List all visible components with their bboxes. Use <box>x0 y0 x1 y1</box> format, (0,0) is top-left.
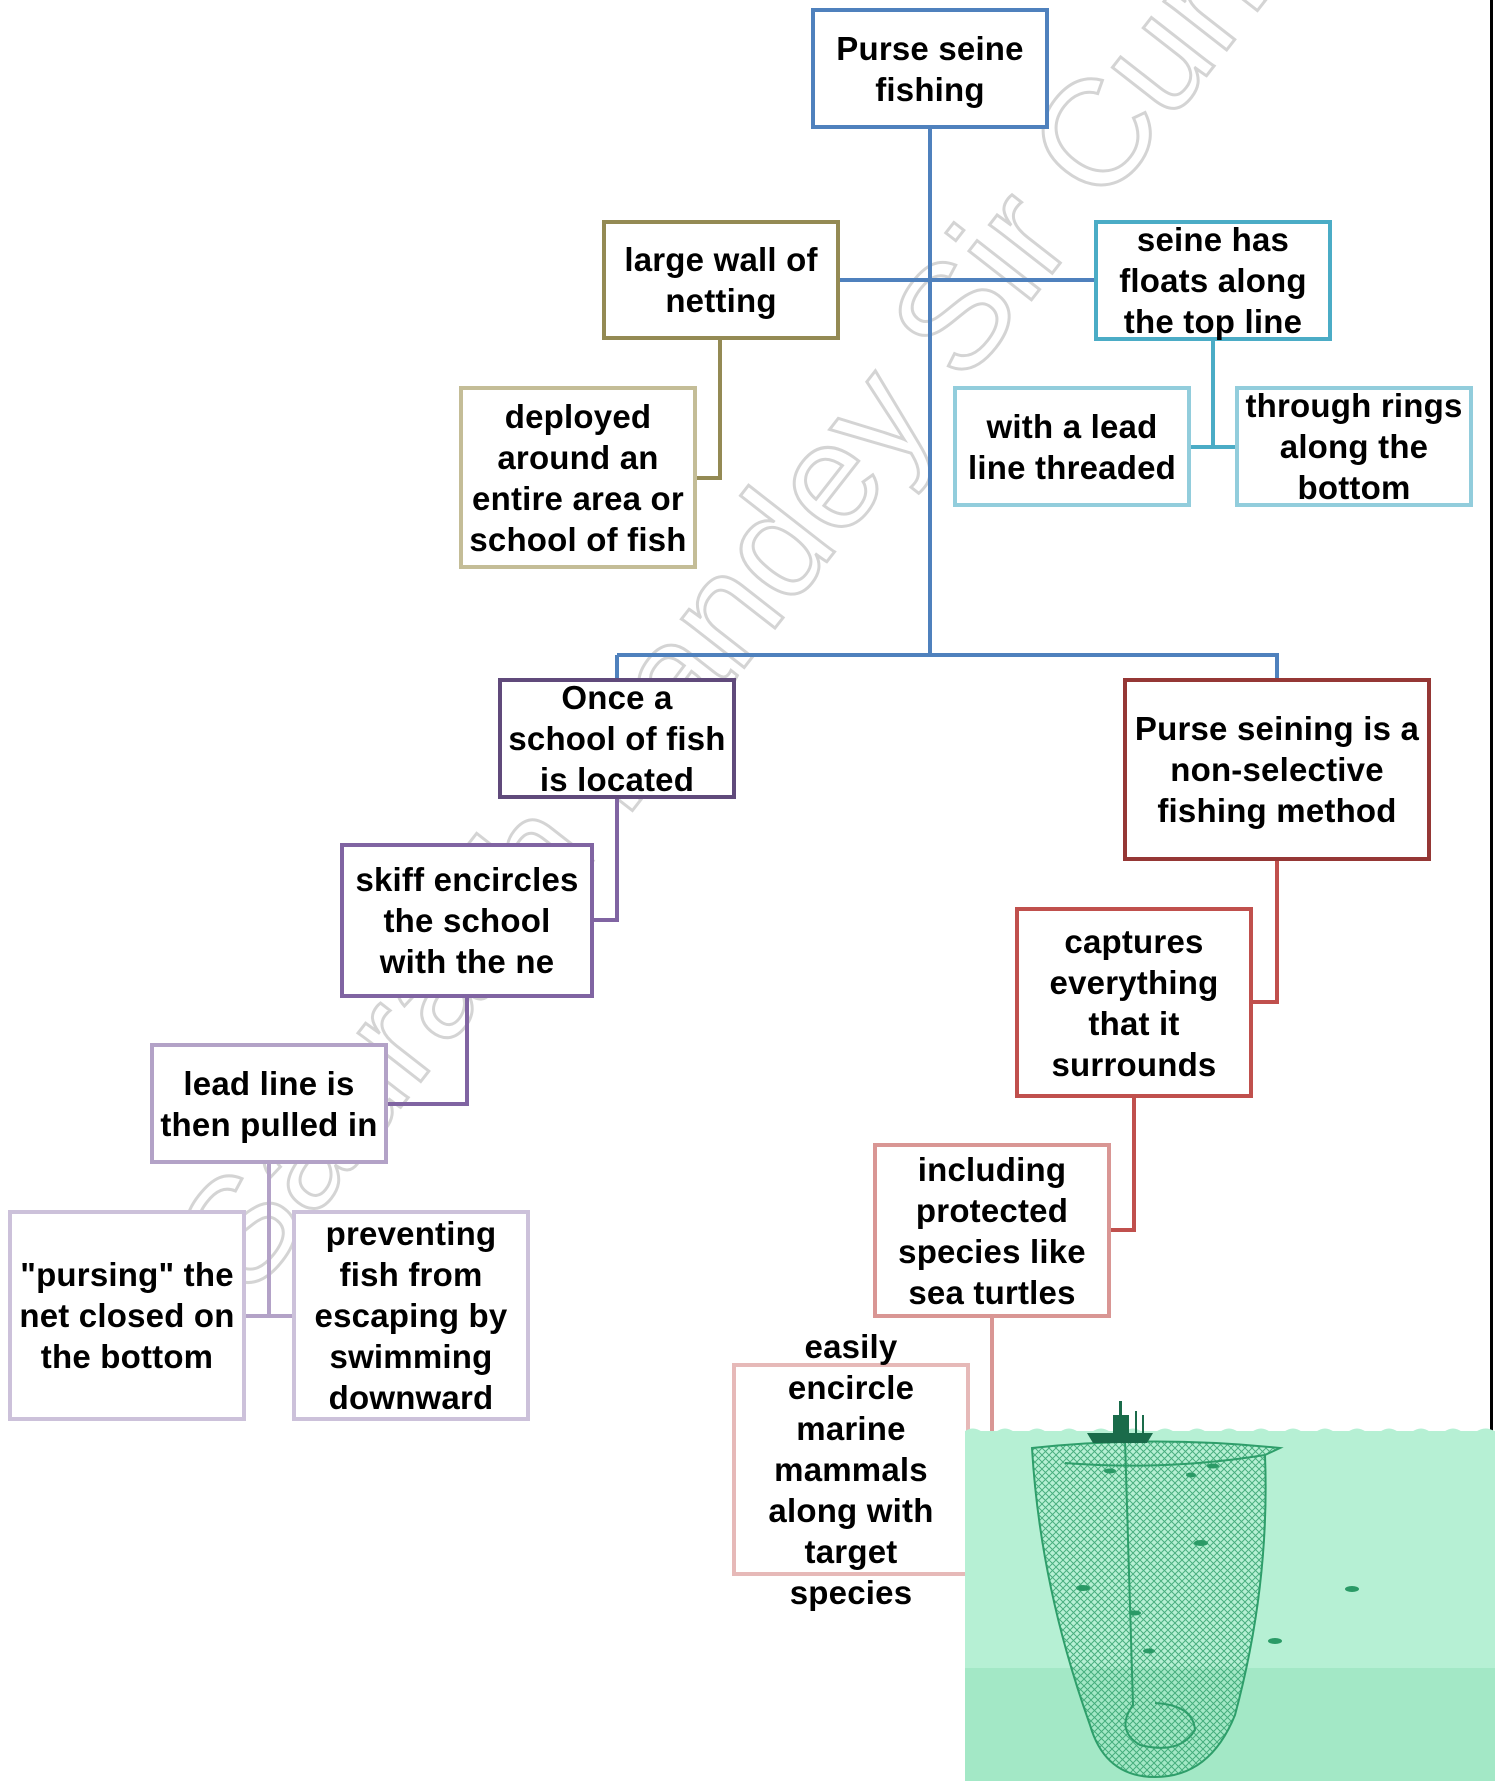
skiff-to-pulled <box>388 998 469 1106</box>
purse-seine-illustration <box>965 1401 1495 1781</box>
node-through-rings: through rings along the bottom <box>1235 386 1473 507</box>
node-label: easily encircle marine mammals along wit… <box>768 1328 934 1611</box>
node-label: "pursing" the net closed on the bottom <box>19 1256 235 1375</box>
node-label: through rings along the bottom <box>1245 387 1463 506</box>
lower-split-connector <box>617 653 1279 678</box>
node-pursing-net-closed: "pursing" the net closed on the bottom <box>8 1210 246 1421</box>
node-skiff-encircles: skiff encircles the school with the ne <box>340 843 594 998</box>
node-deployed-around-area: deployed around an entire area or school… <box>459 386 697 569</box>
purse-line <box>1124 1439 1197 1749</box>
located-to-skiff <box>594 799 619 922</box>
node-marine-mammals: easily encircle marine mammals along wit… <box>732 1328 970 1611</box>
node-label: large wall of netting <box>624 241 818 319</box>
node-label: Purse seine fishing <box>836 29 1024 108</box>
node-label: captures everything that it surrounds <box>1049 922 1219 1083</box>
node-preventing-escape: preventing fish from escaping by swimmin… <box>292 1210 530 1421</box>
node-protected-species: including protected species like sea tur… <box>873 1143 1111 1318</box>
node-label: Once a school of fish is located <box>508 679 726 798</box>
node-label: deployed around an entire area or school… <box>469 397 687 558</box>
node-captures-everything: captures everything that it surrounds <box>1015 907 1253 1098</box>
node-purse-seine-fishing: Purse seine fishing <box>811 8 1049 129</box>
pulled-to-children <box>267 1164 292 1318</box>
node-non-selective-method: Purse seining is a non-selective fishing… <box>1123 678 1431 861</box>
node-label: with a lead line threaded <box>968 407 1176 486</box>
floats-to-children <box>1211 341 1235 449</box>
node-large-wall-of-netting: large wall of netting <box>602 220 840 340</box>
seine-net-outline <box>1030 1440 1284 1779</box>
node-school-located: Once a school of fish is located <box>498 678 736 799</box>
node-label: skiff encircles the school with the ne <box>355 861 579 980</box>
fish-school <box>1076 1463 1359 1654</box>
node-label: including protected species like sea tur… <box>898 1150 1086 1311</box>
node-label: Purse seining is a non-selective fishing… <box>1134 710 1420 829</box>
nonselective-to-captures <box>1253 861 1279 1004</box>
boat-icon <box>1087 1401 1153 1443</box>
wave-line <box>965 1428 1495 1438</box>
node-label: lead line is then pulled in <box>160 1064 378 1143</box>
wall-to-deployed <box>697 340 722 480</box>
node-label: seine has floats along the top line <box>1119 221 1307 340</box>
node-lead-line-threaded: with a lead line threaded <box>953 386 1191 507</box>
node-floats-along-top-line: seine has floats along the top line <box>1094 220 1332 341</box>
seine-net <box>1032 1441 1280 1777</box>
node-label: preventing fish from escaping by swimmin… <box>314 1215 508 1416</box>
captures-to-including <box>1111 1098 1136 1232</box>
node-lead-line-pulled: lead line is then pulled in <box>150 1043 388 1164</box>
